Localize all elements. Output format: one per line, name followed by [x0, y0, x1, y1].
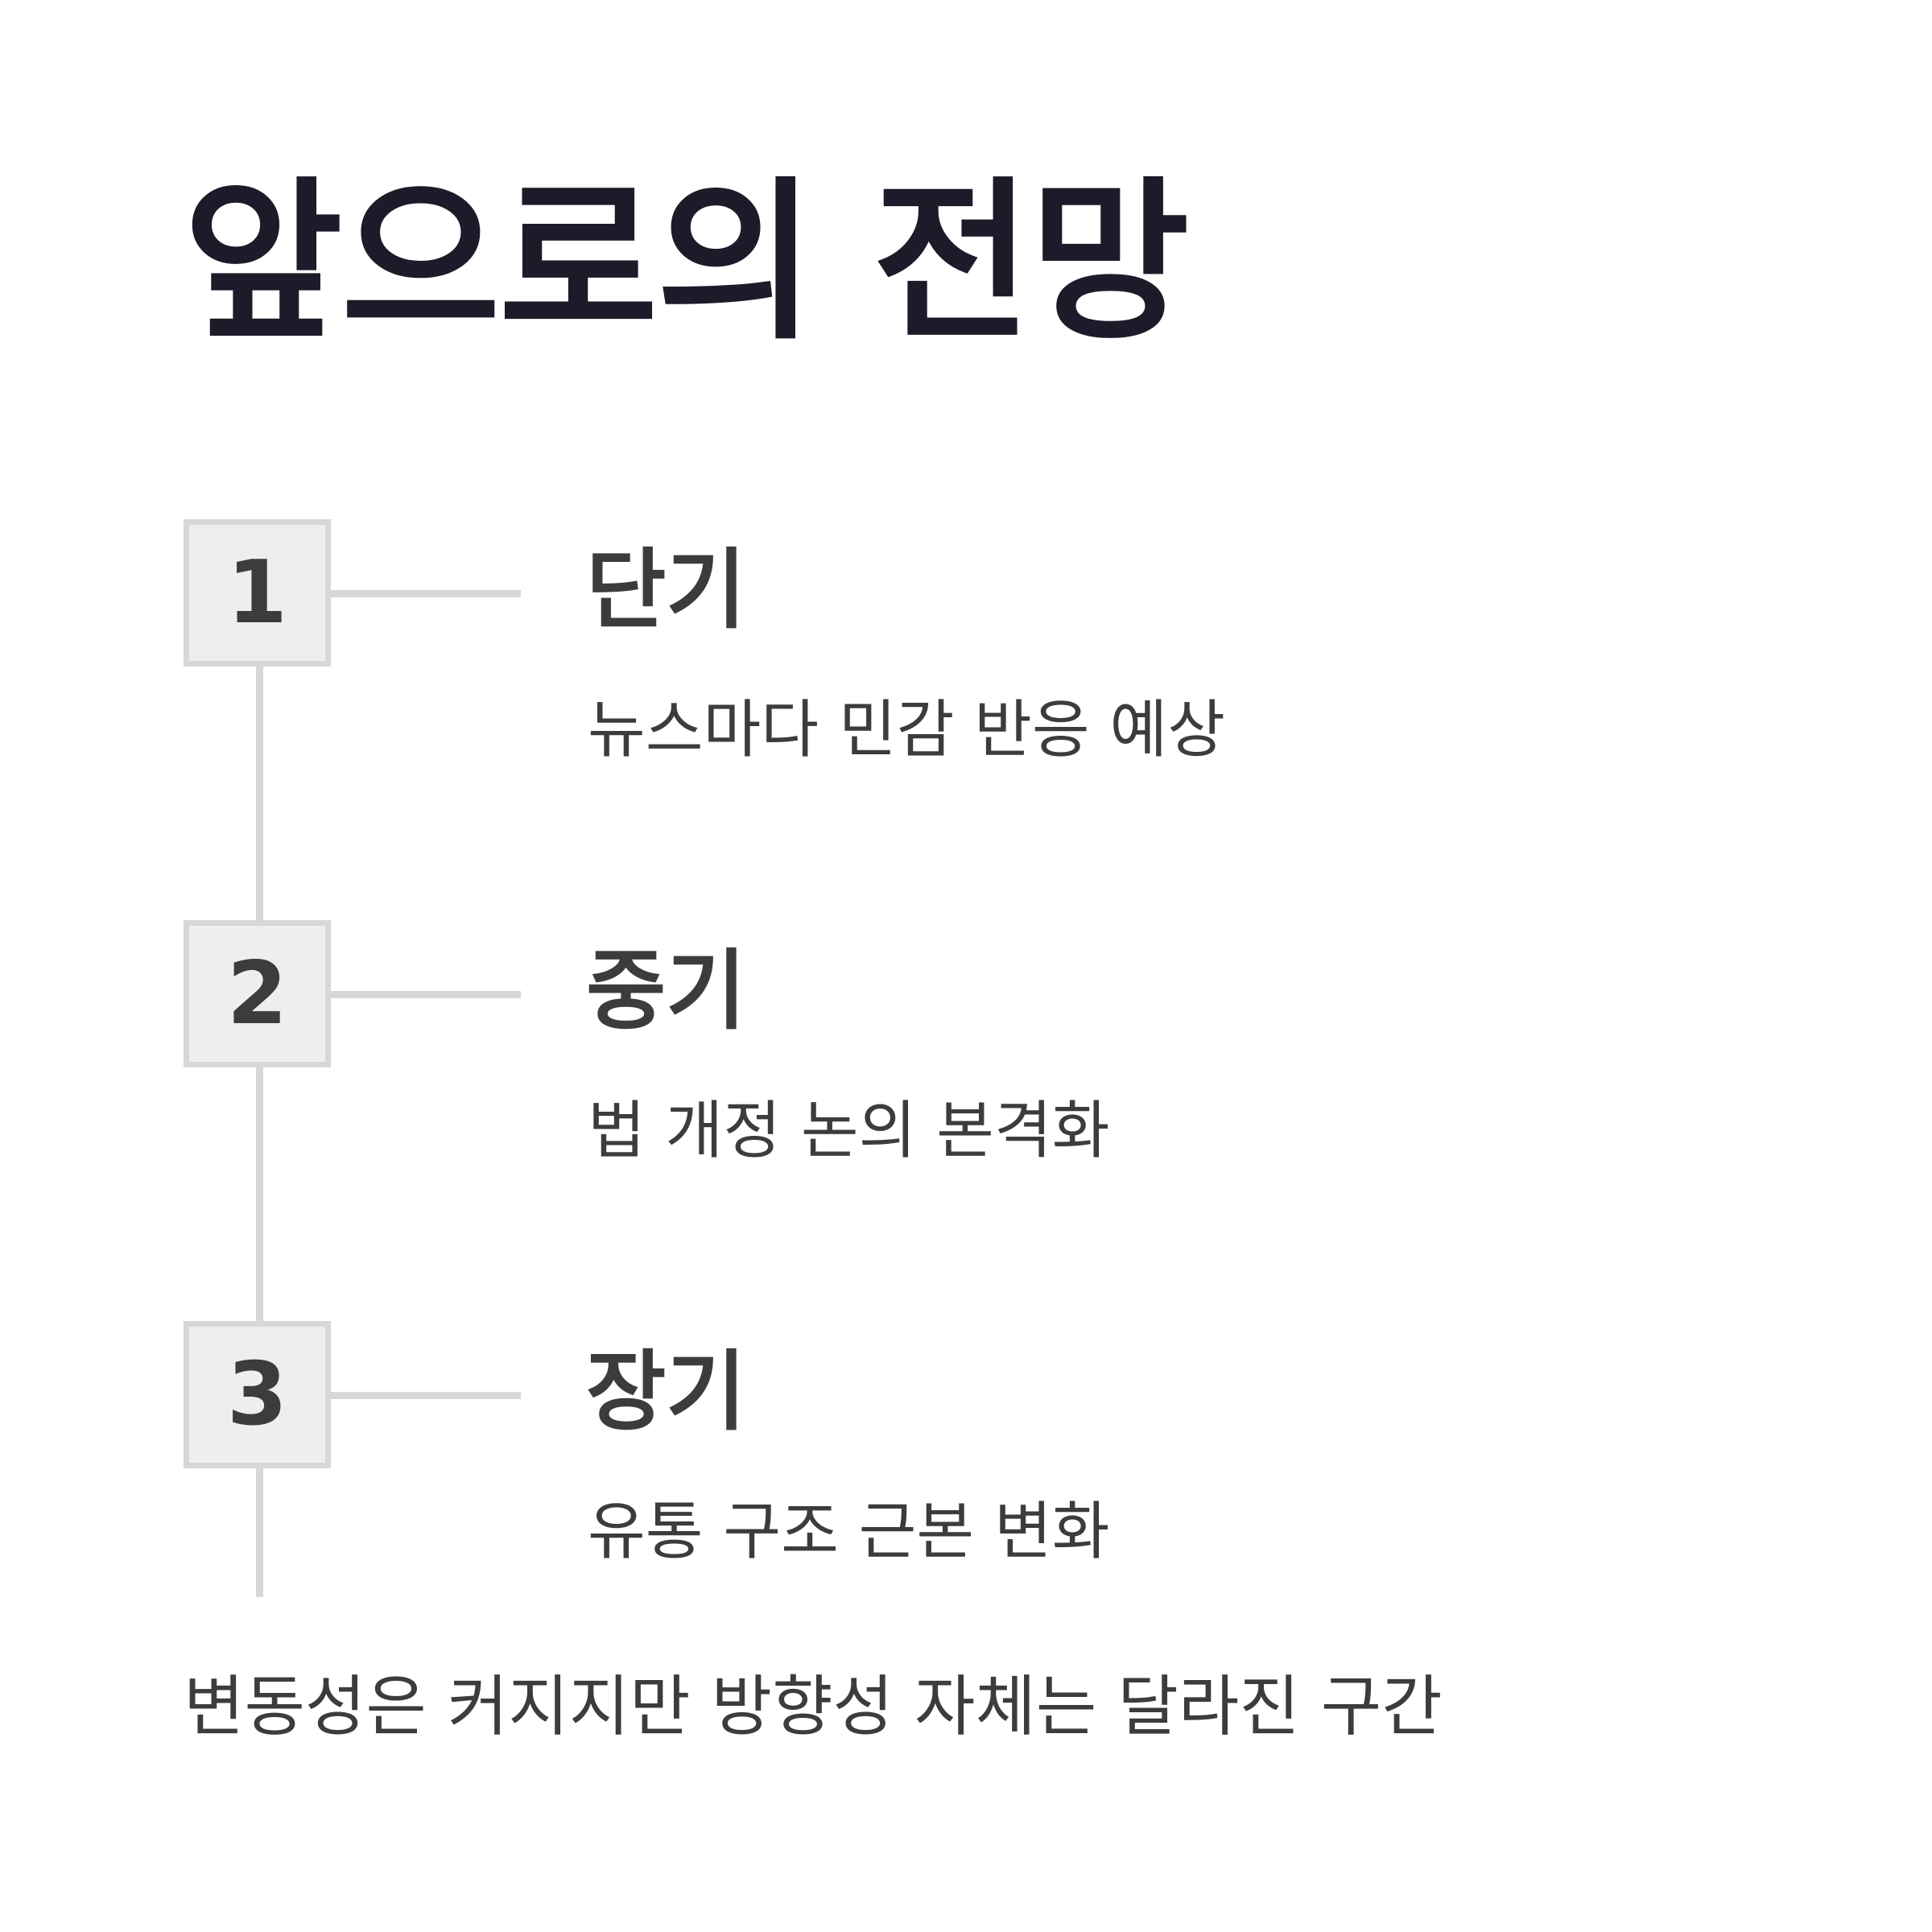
- footer-note: 변동성은 커지지만 방향성 자체는 달라진 구간: [184, 1669, 1443, 1745]
- step-heading: 중기: [586, 941, 746, 1042]
- page-title: 앞으로의 전망: [184, 161, 1190, 363]
- step-connector: [331, 590, 521, 597]
- step-number: 1: [226, 542, 288, 643]
- step-connector: [331, 991, 521, 998]
- step-heading: 장기: [586, 1342, 746, 1443]
- step-heading: 단기: [586, 540, 746, 641]
- step-number-box: 2: [184, 920, 331, 1067]
- step-number-box: 3: [184, 1321, 331, 1468]
- step-description: 법 개정 논의 본격화: [588, 1095, 1110, 1167]
- timeline-spine-segment: [256, 1468, 263, 1597]
- timeline-spine-segment: [256, 667, 263, 932]
- step-number: 2: [226, 943, 288, 1044]
- step-number: 3: [226, 1344, 288, 1445]
- step-description: 뉴스마다 민감 반응 예상: [588, 694, 1225, 766]
- timeline-spine-segment: [256, 1067, 263, 1333]
- step-connector: [331, 1392, 521, 1399]
- step-description: 유통 구조 근본 변화: [588, 1496, 1110, 1568]
- step-number-box: 1: [184, 519, 331, 667]
